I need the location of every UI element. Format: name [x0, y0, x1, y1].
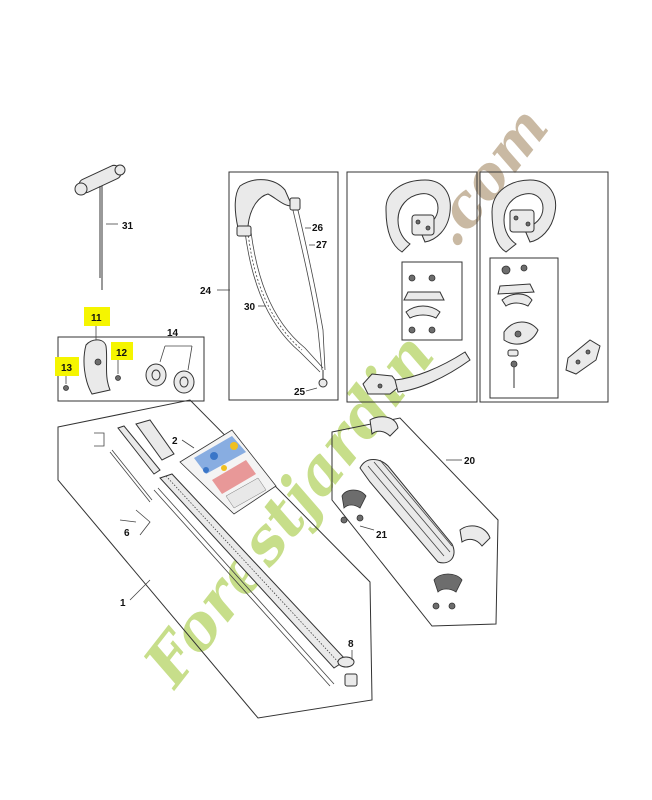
front-handle-box [331, 417, 499, 627]
highlight-11 [84, 307, 110, 326]
hardware-left [403, 274, 445, 334]
grip-handle [63, 339, 121, 395]
shaft-assembly [109, 419, 358, 687]
label-24: 24 [200, 286, 212, 297]
front-handle [340, 416, 491, 610]
label-12: 12 [116, 348, 128, 359]
handle-bracket-left [362, 351, 471, 395]
label-6: 6 [124, 528, 130, 539]
label-8: 8 [348, 639, 354, 650]
highlight-12 [111, 342, 133, 360]
loop-handle-box-left [346, 171, 478, 403]
label-1: 1 [120, 598, 126, 609]
hardware-right [497, 264, 539, 388]
t-wrench [74, 164, 126, 290]
loop-handle-box-right [479, 171, 609, 403]
label-27: 27 [316, 240, 328, 251]
loop-handle-right [491, 179, 557, 253]
label-20: 20 [464, 456, 476, 467]
hardware-subbox-left [401, 261, 463, 341]
label-2: 2 [172, 436, 178, 447]
label-21: 21 [376, 530, 388, 541]
label-25: 25 [294, 387, 306, 398]
clamp-set [145, 345, 195, 394]
label-30: 30 [244, 302, 256, 313]
label-31: 31 [122, 221, 134, 232]
label-11: 11 [91, 313, 102, 324]
label-26: 26 [312, 223, 324, 234]
shaft-box [57, 399, 373, 719]
handle-bracket-right [565, 339, 601, 375]
decal-sheet [179, 429, 277, 515]
harness-box [228, 171, 339, 401]
hardware-subbox-right [489, 257, 559, 399]
highlight-13 [55, 357, 79, 376]
loop-handle-left [385, 179, 451, 253]
label-13: 13 [61, 363, 73, 374]
shoulder-strap [234, 179, 328, 388]
label-14: 14 [167, 328, 179, 339]
